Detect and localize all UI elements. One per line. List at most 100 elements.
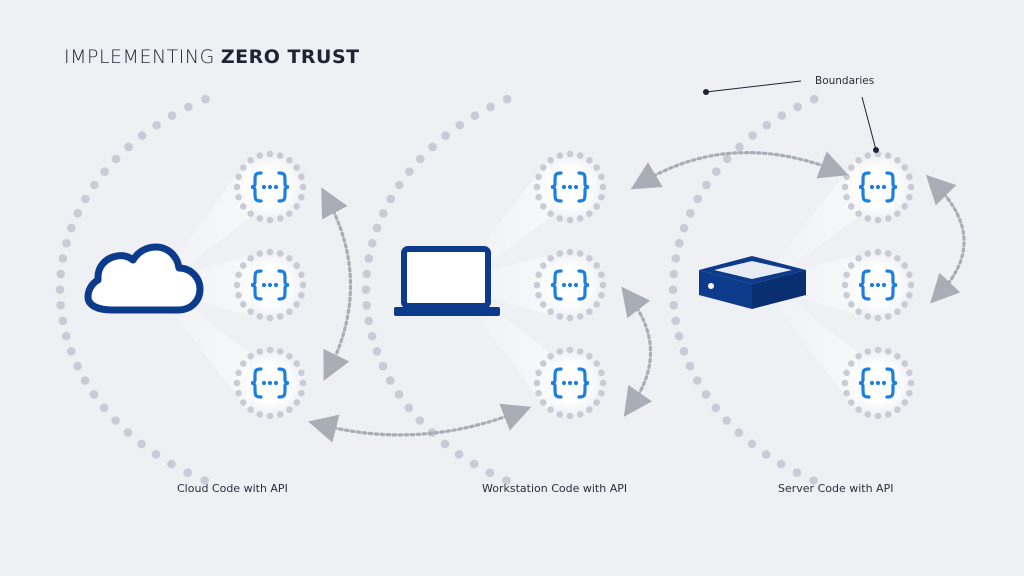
api-node-dot — [286, 157, 293, 164]
boundary-dot — [712, 167, 721, 176]
boundary-dot — [762, 120, 772, 130]
boundary-dot — [675, 238, 684, 248]
devices — [84, 243, 806, 316]
api-node-dot — [894, 353, 901, 360]
api-node-dot — [266, 314, 274, 322]
right-brace — [885, 171, 898, 203]
api-node-dot — [864, 348, 872, 355]
brace-dot — [273, 184, 279, 190]
api-node-dot — [566, 314, 574, 322]
api-node-dot — [556, 411, 564, 418]
api-node-dot — [576, 411, 584, 418]
api-node-dot — [298, 291, 305, 299]
left-brace — [550, 269, 563, 301]
boundary-dot — [693, 194, 702, 204]
api-node-dot — [535, 271, 542, 279]
right-brace — [577, 269, 590, 301]
api-node-dot — [293, 203, 301, 210]
api-node-dot — [906, 291, 913, 299]
brace-dot — [261, 380, 267, 386]
boundary-dot — [379, 209, 388, 218]
brace-dot — [567, 380, 573, 386]
boundary-dot — [415, 416, 425, 425]
api-node-dot — [848, 399, 855, 406]
api-node-dot — [841, 281, 849, 289]
api-node-dot — [233, 183, 241, 191]
api-node-dot — [874, 248, 882, 256]
annotation-line — [861, 96, 877, 151]
api-node-dot — [599, 379, 607, 387]
api-node-dot — [586, 308, 593, 316]
api-node-dot — [556, 250, 564, 257]
boundary-dot — [364, 316, 374, 326]
flow-arrow-2 — [308, 403, 532, 443]
api-node-cloud-1 — [233, 150, 307, 224]
boundary-dot — [777, 111, 787, 120]
boundary-dot — [58, 316, 68, 326]
api-node-dot — [598, 271, 605, 279]
left-brace — [250, 367, 263, 399]
boundary-dot — [111, 416, 120, 425]
api-node-dot — [874, 412, 882, 420]
api-node-dot — [598, 291, 605, 299]
api-node-dot — [841, 183, 849, 191]
api-node-dot — [299, 281, 307, 289]
api-node-dot — [864, 411, 872, 418]
boundary-dot — [395, 180, 404, 190]
flow-arrow-1 — [321, 187, 353, 381]
beam-server-3 — [763, 279, 858, 413]
brace-dot — [875, 380, 881, 386]
api-node-dot — [535, 291, 542, 299]
api-node-dot — [586, 254, 593, 262]
right-brace — [885, 367, 898, 399]
api-node-dot — [235, 389, 242, 397]
brace-dot — [881, 282, 887, 288]
api-node-dot — [598, 389, 605, 397]
boundary-dot — [386, 376, 395, 385]
boundary-dot — [62, 238, 71, 248]
boundary-dot — [711, 403, 721, 413]
api-node-dot — [586, 353, 593, 360]
api-node-dot — [901, 262, 908, 269]
boundary-dot — [111, 154, 121, 164]
api-braces-icon — [550, 269, 590, 301]
api-braces-icon — [250, 367, 290, 399]
api-node-workstation-1 — [533, 150, 607, 224]
boundary-dot — [669, 301, 678, 310]
api-node-dot — [535, 173, 542, 181]
brace-dot — [869, 380, 875, 386]
api-node-dot — [848, 262, 855, 269]
api-node-dot — [593, 203, 600, 210]
boundary-dot — [405, 167, 414, 176]
api-node-dot — [293, 399, 301, 406]
boundary-dot — [454, 450, 464, 459]
api-node-dot — [240, 203, 247, 210]
boundary-dot — [80, 376, 90, 385]
api-node-dot — [894, 157, 901, 164]
boundary-dot — [502, 476, 511, 485]
api-node-dot — [843, 271, 850, 279]
brace-dot — [573, 282, 579, 288]
api-node-workstation-3 — [533, 346, 607, 420]
boundary-dot — [702, 180, 711, 190]
flow-arrow-3 — [621, 286, 653, 417]
api-node-dot — [286, 353, 293, 360]
brace-dot — [881, 380, 887, 386]
api-node-dot — [884, 411, 892, 418]
api-node-dot — [276, 348, 284, 355]
boundary-dot — [723, 154, 732, 164]
api-node-dot — [240, 164, 247, 171]
api-node-dot — [901, 203, 908, 210]
api-node-dot — [556, 313, 564, 320]
api-node-dot — [593, 262, 600, 269]
boundary-dot — [386, 194, 396, 204]
caption-server: Server Code with API — [778, 482, 894, 495]
brace-dot — [881, 184, 887, 190]
boundary-dot — [137, 131, 147, 140]
api-node-dot — [266, 150, 274, 158]
boundary-dot — [62, 331, 71, 341]
api-node-dot — [843, 291, 850, 299]
brace-dot — [567, 282, 573, 288]
api-node-dot — [884, 152, 892, 159]
boundary-dot — [735, 142, 744, 152]
